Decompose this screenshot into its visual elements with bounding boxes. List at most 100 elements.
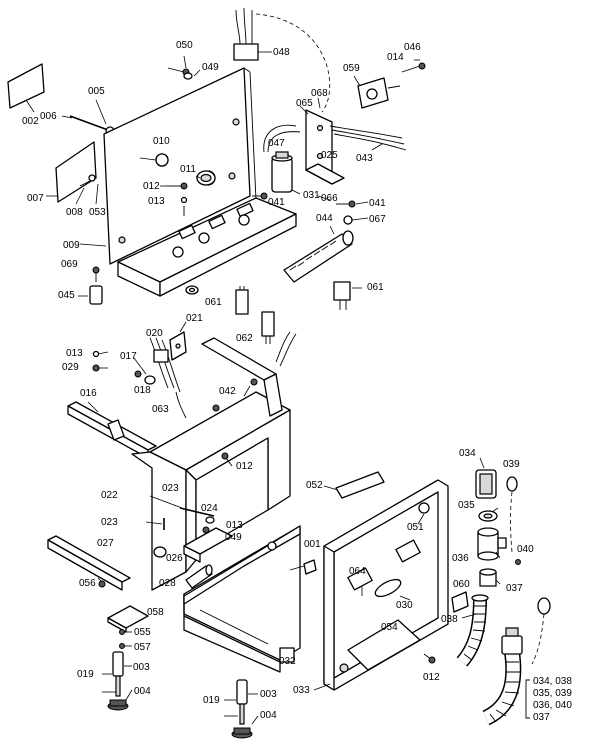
part-052-strip xyxy=(323,471,385,499)
kit-bracket xyxy=(525,679,530,719)
label-030: 030 xyxy=(396,600,413,611)
label-067: 067 xyxy=(369,214,386,225)
part-003-foot-shaft-left xyxy=(107,651,129,711)
kit-label-4: 037 xyxy=(533,712,550,723)
label-041: 041 xyxy=(268,197,285,208)
label-031: 031 xyxy=(303,190,320,201)
label-026: 026 xyxy=(166,553,183,564)
label-061: 061 xyxy=(367,282,384,293)
label-049: 049 xyxy=(225,532,242,543)
label-004: 004 xyxy=(134,686,151,697)
label-057: 057 xyxy=(134,642,151,653)
label-035: 035 xyxy=(458,500,475,511)
label-055: 055 xyxy=(134,627,151,638)
label-012: 012 xyxy=(236,461,253,472)
label-049: 049 xyxy=(202,62,219,73)
part-028-roller xyxy=(185,564,213,589)
part-kit-hose xyxy=(482,627,523,726)
part-frame-flange xyxy=(201,331,297,417)
label-029: 029 xyxy=(62,362,79,373)
part-008-fitting xyxy=(75,174,99,205)
label-003: 003 xyxy=(260,689,277,700)
label-006: 006 xyxy=(40,111,57,122)
part-017-connector xyxy=(133,357,156,385)
label-064: 064 xyxy=(349,566,366,577)
label-001: 001 xyxy=(304,539,321,550)
label-027: 027 xyxy=(97,538,114,549)
part-001-plug xyxy=(303,559,317,575)
label-044: 044 xyxy=(316,213,333,224)
label-048: 048 xyxy=(273,47,290,58)
label-009: 009 xyxy=(63,240,80,251)
part-065-bracket xyxy=(299,97,345,185)
label-068: 068 xyxy=(311,88,328,99)
label-046: 046 xyxy=(404,42,421,53)
label-021: 021 xyxy=(186,313,203,324)
label-045: 045 xyxy=(58,290,75,301)
label-004: 004 xyxy=(260,710,277,721)
part-060-sheet xyxy=(451,591,469,613)
part-061-washer xyxy=(185,285,199,295)
part-051-rear-panel xyxy=(323,479,449,691)
label-016: 016 xyxy=(80,388,97,399)
label-018: 018 xyxy=(134,385,151,396)
label-060: 060 xyxy=(453,579,470,590)
label-007: 007 xyxy=(27,193,44,204)
label-058: 058 xyxy=(147,607,164,618)
part-012-screw-mid xyxy=(221,452,233,467)
part-045-sleeve xyxy=(78,266,103,305)
part-016-left-rail xyxy=(67,401,157,459)
leader-lines xyxy=(97,157,501,725)
part-039-chain xyxy=(506,476,521,565)
part-005-bolt xyxy=(61,99,115,136)
part-044-coil xyxy=(283,225,354,283)
label-012: 012 xyxy=(423,672,440,683)
part-061-switch xyxy=(333,281,362,310)
label-038: 038 xyxy=(441,614,458,625)
part-003-foot-shaft-right xyxy=(231,679,253,739)
part-007-gasket xyxy=(46,141,97,203)
label-019: 019 xyxy=(77,669,94,680)
label-012: 012 xyxy=(143,181,160,192)
label-061: 061 xyxy=(205,297,222,308)
label-011: 011 xyxy=(180,164,196,175)
part-012-screw xyxy=(166,182,188,216)
label-043: 043 xyxy=(356,153,373,164)
kit-labels: 034, 038 035, 039 036, 040 037 xyxy=(533,676,572,723)
part-050-screw xyxy=(167,55,201,80)
part-022-rod xyxy=(145,495,215,534)
label-063: 063 xyxy=(152,404,169,415)
part-062-terminal xyxy=(235,286,275,344)
part-046-screw xyxy=(401,59,426,73)
part-027-lower-rail xyxy=(47,535,131,591)
label-042: 042 xyxy=(219,386,236,397)
part-041-screw xyxy=(252,192,356,225)
part-035-ring xyxy=(478,510,498,522)
part-059-switch xyxy=(353,75,401,109)
label-022: 022 xyxy=(101,490,118,501)
label-002: 002 xyxy=(22,116,39,127)
part-036-filter-body xyxy=(477,527,507,561)
part-frame-upper xyxy=(131,378,291,591)
part-011-grommet xyxy=(155,153,216,186)
label-039: 039 xyxy=(503,459,520,470)
label-003: 003 xyxy=(133,662,150,673)
kit-label-1: 034, 038 xyxy=(533,676,572,687)
part-037-collar xyxy=(479,568,497,587)
part-032-front-cover xyxy=(183,525,301,673)
label-040: 040 xyxy=(517,544,534,555)
label-013: 013 xyxy=(226,520,243,531)
label-023: 023 xyxy=(162,483,179,494)
label-024: 024 xyxy=(201,503,218,514)
label-005: 005 xyxy=(88,86,105,97)
label-013: 013 xyxy=(66,348,83,359)
label-047: 047 xyxy=(268,138,285,149)
label-008: 008 xyxy=(66,207,83,218)
part-012-screw-lower xyxy=(423,653,436,664)
label-054: 054 xyxy=(381,622,398,633)
label-014: 014 xyxy=(387,52,404,63)
part-043-cable xyxy=(329,125,407,151)
part-021-bracket xyxy=(169,321,187,361)
part-009-base-tray xyxy=(117,197,297,297)
